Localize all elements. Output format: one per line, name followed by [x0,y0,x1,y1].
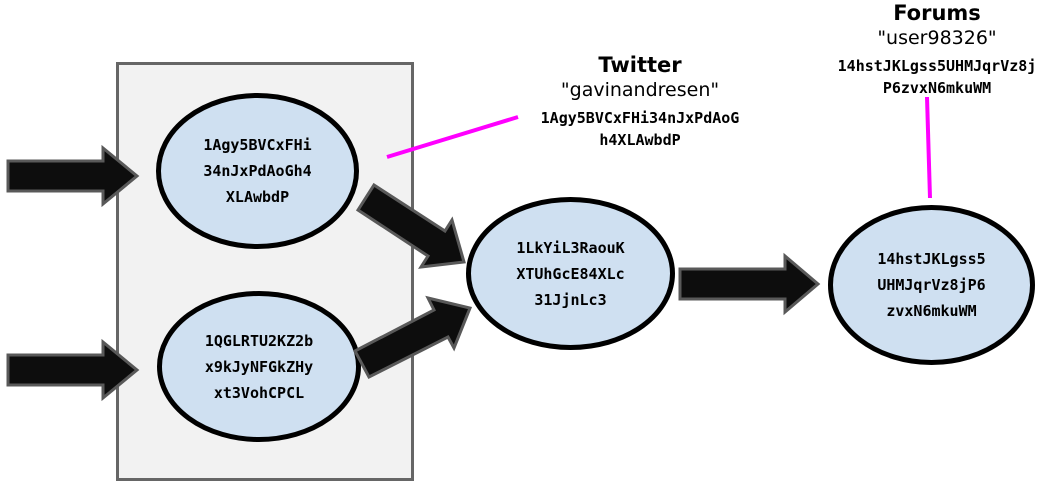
flow-arrow-from-node1 [355,182,466,269]
forums-annotation-username: "user98326" [877,27,997,49]
forums-annotation: Forums "user98326" 14hstJKLgss5UHMJqrVz8… [817,2,1057,99]
twitter-annotation-line [386,115,519,159]
input-arrow-bottom [6,338,140,402]
address-node-3: 1LkYiL3RaouK XTUhGcE84XLc 31JjnLc3 [466,197,675,350]
address-line: 34nJxPdAoGh4 [203,162,312,180]
address-node-ellipse-2 [157,291,361,442]
address-node-ellipse-1 [156,93,359,249]
twitter-annotation-title: Twitter [598,53,682,77]
address-node-2: 1QGLRTU2KZ2b x9kJyNFGkZHy xt3VohCPCL [157,291,361,442]
address-line: XLAwbdP [225,188,290,206]
address-line: 1QGLRTU2KZ2b [204,331,314,350]
forums-annotation-title: Forums [893,1,981,25]
address-node-4: 14hstJKLgss5 UHMJqrVz8jP6 zvxN6mkuWM [828,205,1035,365]
address-line: 14hstJKLgss5 [877,250,986,268]
address-line: P6zvxN6mkuWM [882,79,992,97]
twitter-annotation: Twitter "gavinandresen" 1Agy5BVCxFHi34nJ… [515,54,765,151]
address-node-ellipse-3 [466,197,675,350]
flow-arrow-to-node4 [678,252,821,316]
input-arrow-top [6,144,140,208]
address-line: 1Agy5BVCxFHi34nJxPdAoG [540,109,740,127]
twitter-annotation-username: "gavinandresen" [560,79,720,101]
address-line: h4XLAwbdP [599,131,681,149]
twitter-annotation-address: 1Agy5BVCxFHi34nJxPdAoG h4XLAwbdP [515,107,765,151]
forums-annotation-address: 14hstJKLgss5UHMJqrVz8j P6zvxN6mkuWM [817,55,1057,99]
address-line: 1LkYiL3RaouK [516,238,625,257]
address-node-1: 1Agy5BVCxFHi 34nJxPdAoGh4 XLAwbdP [156,93,359,249]
address-line: xt3VohCPCL [213,383,305,402]
address-line: 31JjnLc3 [534,290,607,309]
address-line: XTUhGcE84XLc [516,264,625,283]
forums-annotation-line [925,96,932,199]
flow-arrow-from-node2 [352,295,473,379]
address-line: 1Agy5BVCxFHi [203,136,312,154]
address-line: zvxN6mkuWM [886,302,977,320]
address-line: x9kJyNFGkZHy [204,357,314,376]
address-line: UHMJqrVz8jP6 [877,276,986,294]
address-node-ellipse-4 [828,205,1035,365]
address-line: 14hstJKLgss5UHMJqrVz8j [837,57,1037,75]
